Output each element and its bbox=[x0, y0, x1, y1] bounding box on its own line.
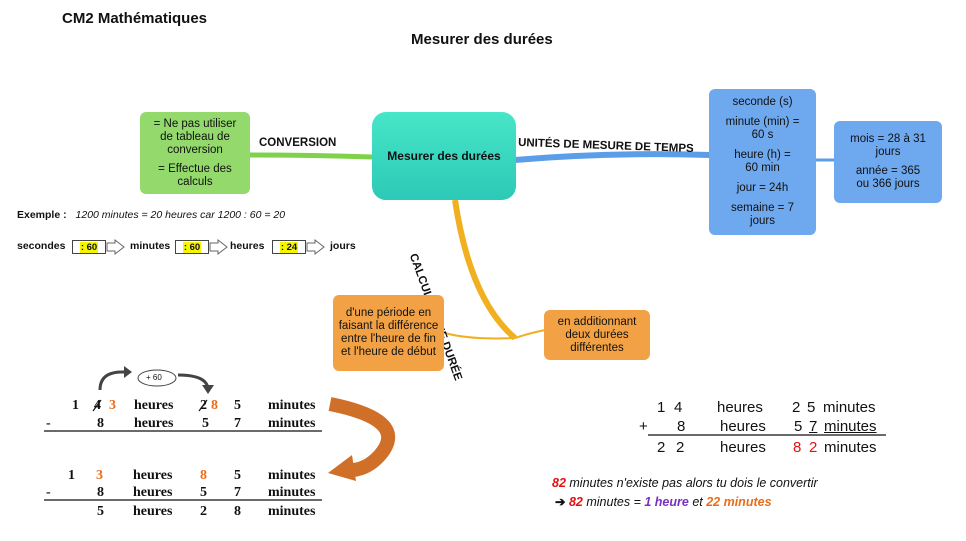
borrow-arrow-right-icon bbox=[177, 373, 210, 391]
digit: 8 bbox=[97, 416, 104, 431]
center-node: Mesurer des durées bbox=[372, 112, 516, 200]
page-title: Mesurer des durées bbox=[411, 31, 553, 48]
digit: 2 bbox=[792, 399, 801, 416]
borrow-arrow-left-icon bbox=[98, 370, 128, 391]
unit-label: minutes bbox=[823, 399, 876, 416]
unit-item: heure (h) = 60 min bbox=[734, 148, 791, 174]
digit: 5 bbox=[794, 418, 803, 435]
digit: 2 bbox=[200, 504, 207, 519]
chain-op-box: : 60 bbox=[72, 240, 106, 254]
digit: 8 bbox=[234, 504, 241, 519]
borrow-bubble bbox=[137, 369, 177, 387]
digit: 1 bbox=[657, 399, 666, 416]
digit: 5 bbox=[807, 399, 816, 416]
digit: 5 bbox=[234, 468, 241, 483]
digit: 8 bbox=[200, 468, 207, 483]
chain-days: jours bbox=[330, 240, 356, 252]
branch-conversion-label: CONVERSION bbox=[259, 137, 337, 149]
cross-mark bbox=[198, 399, 208, 412]
digit: 2 bbox=[809, 439, 818, 456]
arrow-right-icon bbox=[306, 238, 325, 256]
unit-label: heures bbox=[133, 468, 173, 483]
note-line-1: 82 minutes n'existe pas alors tu dois le… bbox=[552, 476, 818, 490]
chain-hours: heures bbox=[230, 240, 265, 252]
cross-mark bbox=[92, 399, 102, 412]
digit: 1 bbox=[72, 398, 79, 413]
digit: 7 bbox=[809, 418, 818, 435]
unit-label: minutes bbox=[268, 416, 316, 431]
arrowhead-icon bbox=[202, 385, 214, 394]
operator: - bbox=[46, 416, 51, 431]
conversion-box: = Ne pas utiliser de tableau de conversi… bbox=[140, 112, 250, 194]
digit: 8 bbox=[677, 418, 686, 435]
calc-left-link bbox=[444, 332, 516, 340]
digit: 4 bbox=[674, 399, 683, 416]
units-box: seconde (s) minute (min) = 60 s heure (h… bbox=[709, 89, 816, 235]
digit-crossed: 4 bbox=[94, 398, 101, 413]
unit-item: année = 365 ou 366 jours bbox=[855, 165, 921, 190]
digit: 7 bbox=[234, 416, 241, 431]
unit-label: minutes bbox=[824, 418, 877, 435]
arrow-right-icon bbox=[209, 238, 228, 256]
digit: 3 bbox=[109, 398, 116, 413]
digit: 2 bbox=[657, 439, 666, 456]
digit: 5 bbox=[97, 504, 104, 519]
calc-right-link bbox=[514, 329, 546, 339]
digit: 5 bbox=[234, 398, 241, 413]
digit: 5 bbox=[200, 485, 207, 500]
unit-label: heures bbox=[720, 439, 766, 456]
example-line: Exemple : 1200 minutes = 20 heures car 1… bbox=[17, 209, 286, 221]
note-line-2: ➔ 82 minutes = 1 heure et 22 minutes bbox=[555, 495, 772, 509]
calc-addition-box: en additionnant deux durées différentes bbox=[544, 310, 650, 360]
calc-difference-box: d'une période en faisant la différence e… bbox=[333, 295, 444, 371]
chain-seconds: secondes bbox=[17, 240, 66, 252]
operator: - bbox=[46, 485, 51, 500]
calc-branch bbox=[452, 199, 517, 341]
operator: + bbox=[639, 418, 648, 435]
digit: 8 bbox=[97, 485, 104, 500]
digit: 8 bbox=[211, 398, 218, 413]
conversion-branch bbox=[249, 152, 373, 160]
digit: 1 bbox=[68, 468, 75, 483]
unit-label: heures bbox=[133, 485, 173, 500]
unit-item: semaine = 7 jours bbox=[731, 201, 794, 227]
unit-item: mois = 28 à 31 jours bbox=[850, 133, 926, 158]
unit-label: heures bbox=[134, 416, 174, 431]
units-box-2: mois = 28 à 31 jours année = 365 ou 366 … bbox=[834, 121, 942, 203]
unit-label: heures bbox=[720, 418, 766, 435]
course-title: CM2 Mathématiques bbox=[62, 10, 208, 27]
unit-label: minutes bbox=[268, 485, 316, 500]
digit-crossed: 2 bbox=[200, 398, 207, 413]
curved-arrow-icon bbox=[328, 397, 396, 478]
unit-label: minutes bbox=[268, 398, 316, 413]
digit: 3 bbox=[96, 468, 103, 483]
unit-item: minute (min) = 60 s bbox=[725, 116, 800, 142]
unit-label: heures bbox=[134, 398, 174, 413]
chain-op-box: : 24 bbox=[272, 240, 306, 254]
units-branch bbox=[514, 151, 711, 163]
unit-label: minutes bbox=[268, 504, 316, 519]
unit-label: heures bbox=[133, 504, 173, 519]
arrowhead-icon bbox=[328, 455, 356, 481]
borrow-label: + 60 bbox=[146, 373, 162, 382]
arrowhead-icon bbox=[124, 366, 132, 378]
digit: 7 bbox=[234, 485, 241, 500]
digit: 2 bbox=[676, 439, 685, 456]
chain-minutes: minutes bbox=[130, 240, 171, 252]
digit: 8 bbox=[793, 439, 802, 456]
unit-item: seconde (s) bbox=[732, 96, 793, 109]
digit: 5 bbox=[202, 416, 209, 431]
arrow-icon: ➔ bbox=[555, 495, 566, 509]
arrow-right-icon bbox=[106, 238, 125, 256]
chain-op-box: : 60 bbox=[175, 240, 209, 254]
unit-label: minutes bbox=[268, 468, 316, 483]
unit-label: heures bbox=[717, 399, 763, 416]
unit-label: minutes bbox=[824, 439, 877, 456]
unit-item: jour = 24h bbox=[736, 181, 789, 194]
